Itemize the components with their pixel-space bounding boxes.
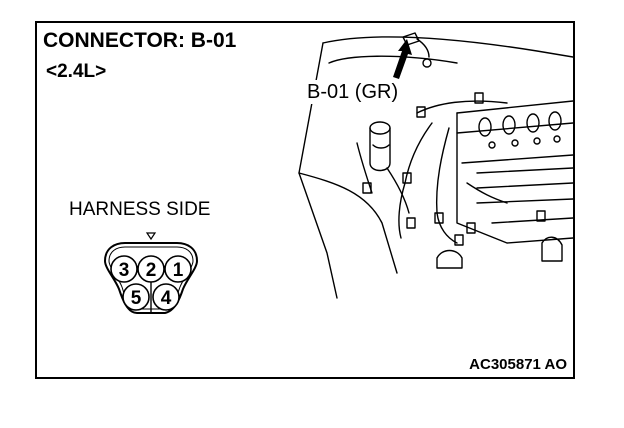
pin-label: 1 [173,260,184,281]
pin1-marker-icon [145,232,157,241]
connector-face [103,232,199,314]
pin-label: 5 [131,288,142,309]
connector-callout: B-01 (GR) [305,80,401,104]
engine-variant-label: <2.4L> [46,61,107,82]
pin-label: 2 [146,260,157,281]
pointer-arrow-icon [393,39,412,79]
pin-4 [152,283,180,311]
pin-1 [164,255,192,283]
pin-label: 3 [119,260,130,281]
view-label: HARNESS SIDE [69,199,211,220]
connector-title: CONNECTOR: B-01 [43,29,237,52]
pin-5 [122,283,150,311]
engine-bay-illustration: 3 2 1 5 4 [103,32,573,314]
pin-2 [137,255,165,283]
diagram-frame: 3 2 1 5 4 CONNECTOR: B-01 <2.4L> HARNESS… [35,21,575,379]
pin-label: 4 [161,288,172,309]
reference-code: AC305871 AO [469,356,567,373]
pin-3 [110,255,138,283]
